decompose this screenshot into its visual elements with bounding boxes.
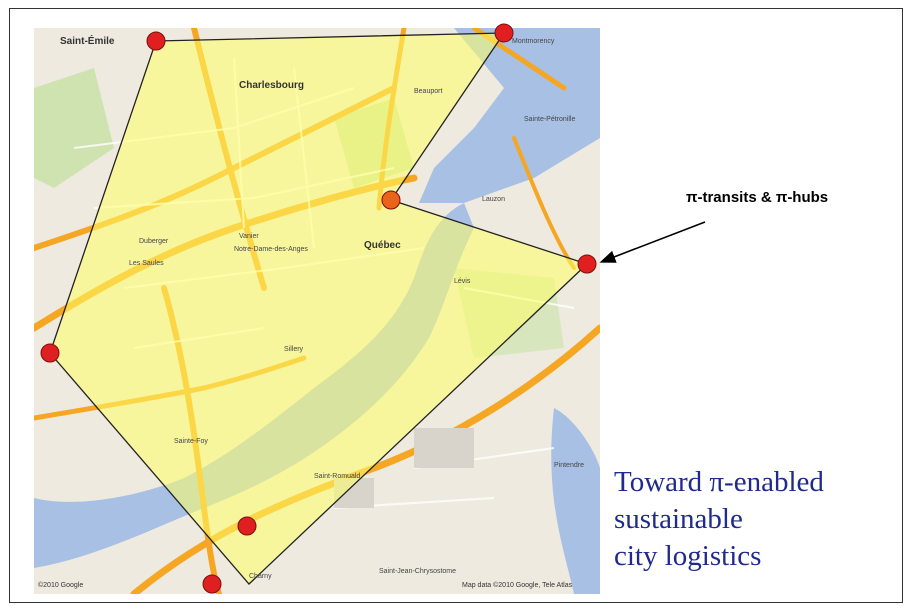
map-label: Vanier bbox=[239, 233, 259, 240]
callout-label: π-transits & π-hubs bbox=[686, 189, 829, 206]
river-north-east bbox=[419, 28, 600, 203]
map-attribution: ©2010 Google bbox=[38, 582, 84, 589]
map-label: Lauzon bbox=[482, 196, 505, 203]
map-label: Saint-Jean-Chrysostome bbox=[379, 568, 457, 575]
caption-line: sustainable bbox=[614, 503, 743, 535]
map-label: Les Saules bbox=[129, 260, 164, 267]
caption-line: city logistics bbox=[614, 540, 762, 572]
caption: Toward π-enabled sustainable city logist… bbox=[614, 464, 824, 575]
map-label: Notre-Dame-des-Anges bbox=[234, 246, 308, 253]
map-label: Beauport bbox=[414, 88, 443, 95]
map-label: Saint-Romuald bbox=[314, 473, 361, 480]
map-label: Sillery bbox=[284, 346, 304, 353]
map-label: Pintendre bbox=[554, 462, 584, 469]
map-label: Montmorency bbox=[512, 38, 555, 45]
caption-line: Toward π-enabled bbox=[614, 466, 824, 498]
map-label: Charlesbourg bbox=[239, 80, 305, 91]
map-label: Sainte-Pétronille bbox=[524, 116, 576, 123]
park-area bbox=[34, 68, 114, 188]
map-label: Québec bbox=[364, 240, 401, 251]
city-map[interactable]: Saint-Émile Charlesbourg Québec Lévis Si… bbox=[34, 28, 600, 594]
map-label: Charny bbox=[249, 573, 272, 580]
map-label: Sainte-Foy bbox=[174, 438, 208, 445]
map-label: Duberger bbox=[139, 238, 169, 245]
map-label: Saint-Émile bbox=[60, 36, 115, 47]
map-label: Lévis bbox=[454, 278, 471, 285]
map-attribution: Map data ©2010 Google, Tele Atlas bbox=[462, 582, 573, 589]
map-background bbox=[34, 28, 600, 594]
